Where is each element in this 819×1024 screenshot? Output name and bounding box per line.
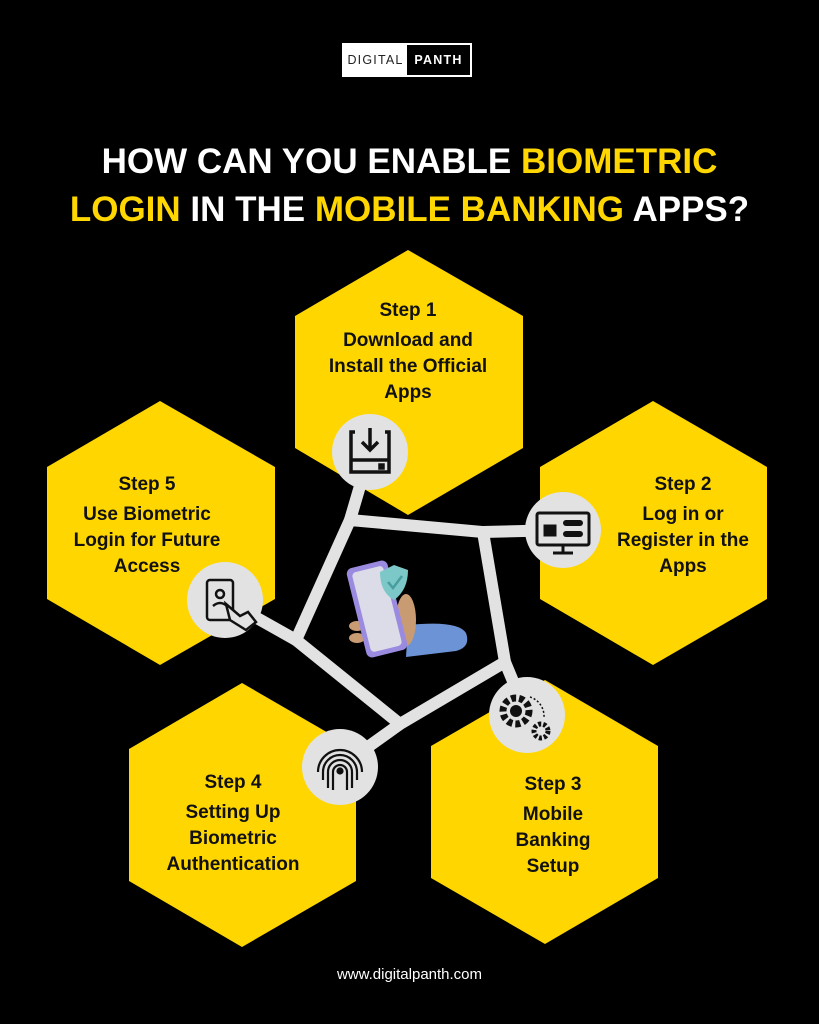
step-5-label: Step 5 Use Biometric Login for Future Ac…	[47, 472, 247, 580]
step-number: Step 3	[524, 774, 582, 795]
login-monitor-icon	[535, 511, 591, 555]
download-icon	[349, 428, 391, 474]
step-3-label: Step 3 Mobile Banking Setup	[453, 772, 653, 880]
logo-left-text: DIGITAL	[344, 45, 407, 75]
step-4-label: Step 4 Setting Up Biometric Authenticati…	[133, 770, 333, 878]
touch-phone-icon	[205, 578, 258, 632]
brand-logo: DIGITAL PANTH	[342, 43, 472, 77]
title-highlight: MOBILE BANKING	[314, 190, 625, 229]
hexagon-step-2	[540, 401, 767, 665]
hexagon-step-3	[431, 680, 658, 944]
step-number: Step 5	[118, 474, 176, 495]
step-description: Setting Up Biometric Authentication	[166, 802, 300, 875]
step-1-label: Step 1 Download and Install the Official…	[308, 298, 508, 406]
website-link[interactable]: www.digitalpanth.com	[336, 966, 483, 983]
step-number: Step 2	[654, 474, 712, 495]
title-highlight: BIOMETRIC	[520, 142, 718, 181]
step-number: Step 1	[379, 300, 437, 321]
page-title: HOW CAN YOU ENABLE BIOMETRIC LOGIN IN TH…	[0, 138, 819, 234]
hexagon-step-4	[129, 683, 356, 947]
hand-phone-illustration	[346, 560, 468, 658]
step-description: Use Biometric Login for Future Access	[73, 504, 221, 577]
title-highlight: LOGIN	[69, 190, 181, 229]
step-description: Download and Install the Official Apps	[328, 330, 488, 403]
title-part: APPS?	[624, 190, 750, 229]
step-2-label: Step 2 Log in or Register in the Apps	[583, 472, 783, 580]
gears-icon	[499, 694, 551, 741]
step-description: Mobile Banking Setup	[515, 804, 591, 877]
title-part: IN THE	[180, 190, 315, 229]
logo-right-text: PANTH	[414, 53, 463, 67]
step-description: Log in or Register in the Apps	[617, 504, 749, 577]
step-number: Step 4	[204, 772, 262, 793]
title-part: HOW CAN YOU ENABLE	[101, 142, 521, 181]
fingerprint-lock-icon	[316, 748, 364, 790]
